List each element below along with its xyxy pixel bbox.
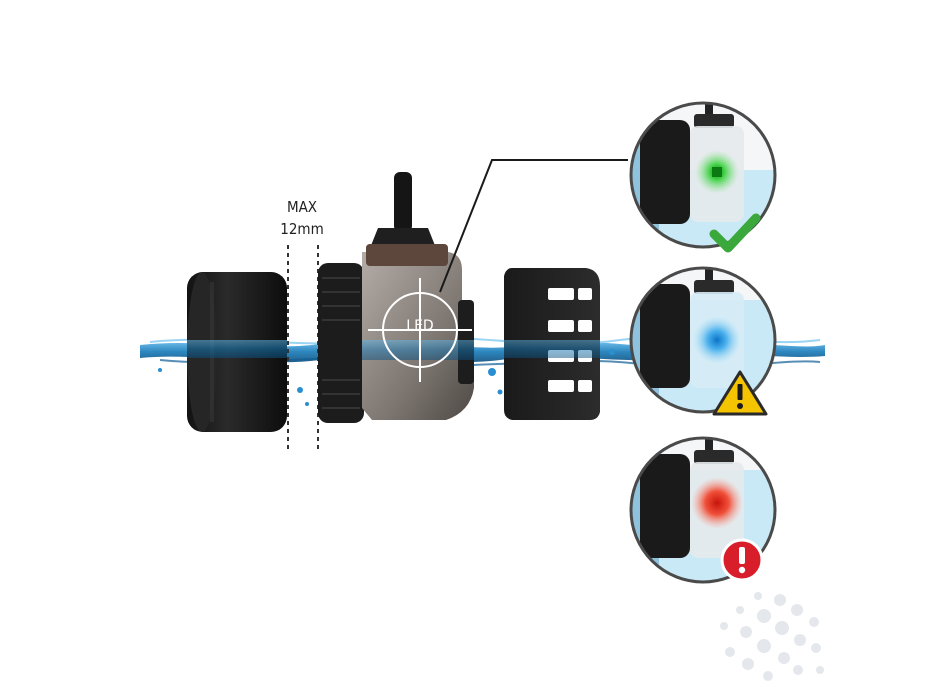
exclamation-circle-icon (720, 538, 764, 582)
status-circle-error (629, 436, 777, 584)
status-circle-warning (629, 266, 777, 414)
max-label-line2: 12mm (280, 220, 324, 238)
warning-triangle-icon (712, 370, 768, 416)
led-crosshair (368, 278, 472, 382)
power-cable (370, 172, 436, 248)
led-label: LED (406, 318, 434, 334)
max-thickness-label: MAX 12mm (272, 196, 332, 240)
pump-body (318, 244, 474, 423)
decorative-dots (720, 592, 824, 681)
pump-intake-cage (504, 268, 600, 420)
checkmark-icon (709, 213, 761, 253)
max-label-line1: MAX (286, 198, 318, 216)
callout-leader-line (439, 159, 628, 293)
external-magnet (187, 272, 287, 432)
